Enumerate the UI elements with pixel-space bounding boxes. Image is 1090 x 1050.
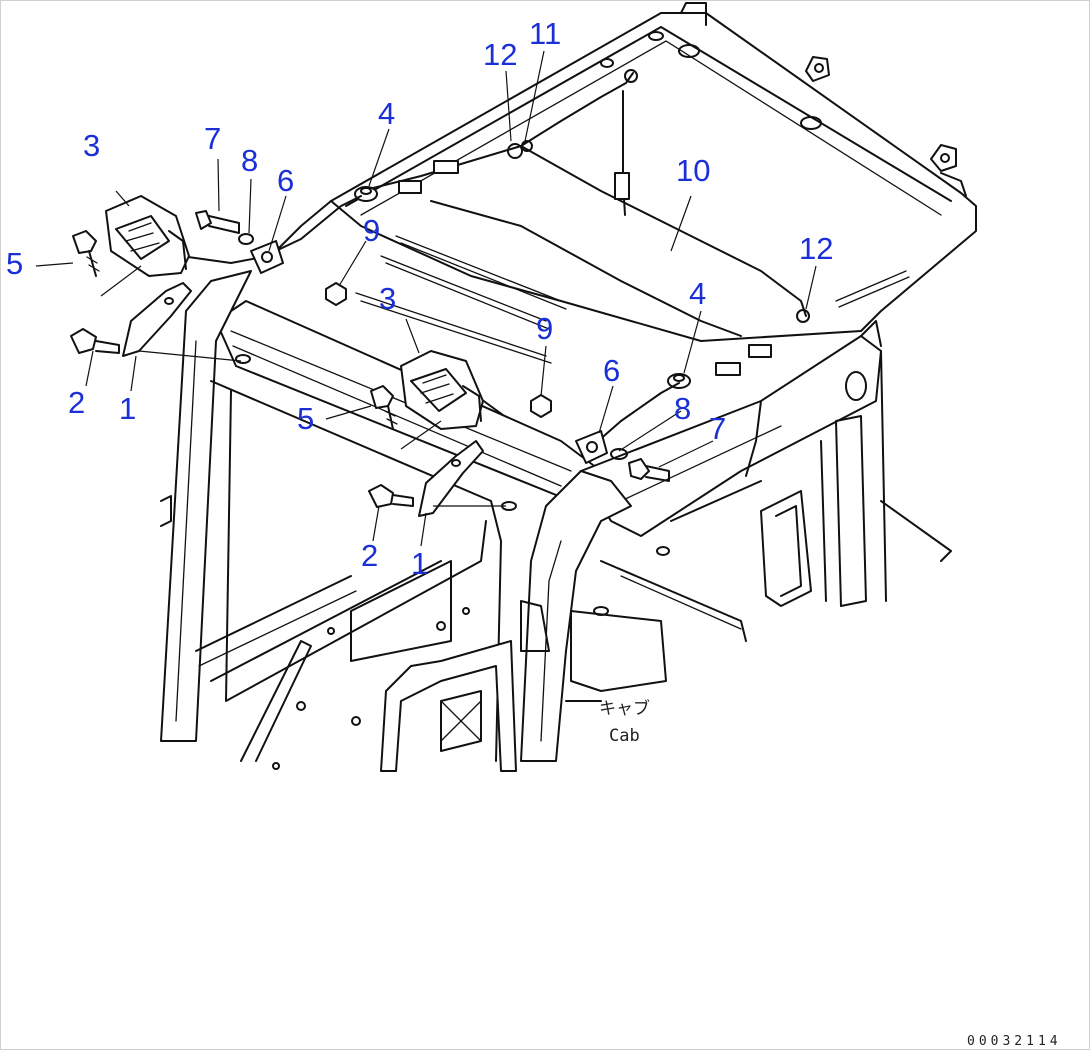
callout-5-left: 5 xyxy=(6,246,23,281)
callout-3-right: 3 xyxy=(379,281,396,316)
callout-5-right: 5 xyxy=(297,401,314,436)
callout-4-right: 4 xyxy=(689,276,706,311)
callout-7-left: 7 xyxy=(204,121,221,156)
cab-roof xyxy=(275,2,977,364)
callout-8-right: 8 xyxy=(674,391,691,426)
callout-9-right: 9 xyxy=(536,311,553,346)
callout-6-right: 6 xyxy=(603,353,620,388)
callout-12-right: 12 xyxy=(799,231,833,266)
cab-label-english: Cab xyxy=(609,726,640,746)
callout-6-left: 6 xyxy=(277,163,294,198)
cab-frame xyxy=(160,270,952,772)
callout-7-right: 7 xyxy=(709,411,726,446)
callout-9-left: 9 xyxy=(363,213,380,248)
callout-1-right: 1 xyxy=(411,546,428,581)
callout-12-left: 12 xyxy=(483,37,517,72)
callout-3-left: 3 xyxy=(83,128,100,163)
callout-10: 10 xyxy=(676,153,710,188)
callout-labels: 3 7 8 6 5 9 2 1 4 12 11 10 12 4 3 9 6 8 … xyxy=(6,16,833,581)
leader-lines xyxy=(35,50,817,547)
callout-8-left: 8 xyxy=(241,143,258,178)
left-work-lamp-group xyxy=(70,195,347,357)
right-work-lamp-group xyxy=(368,350,670,517)
callout-4-left: 4 xyxy=(378,96,395,131)
drawing-number: 00032114 xyxy=(967,1034,1062,1049)
callout-2-right: 2 xyxy=(361,538,378,573)
lamp-bracket-left xyxy=(122,282,192,357)
cab-label-japanese: キャブ xyxy=(599,698,650,719)
callout-1-left: 1 xyxy=(119,391,136,426)
callout-11: 11 xyxy=(529,16,561,51)
callout-2-left: 2 xyxy=(68,385,85,420)
